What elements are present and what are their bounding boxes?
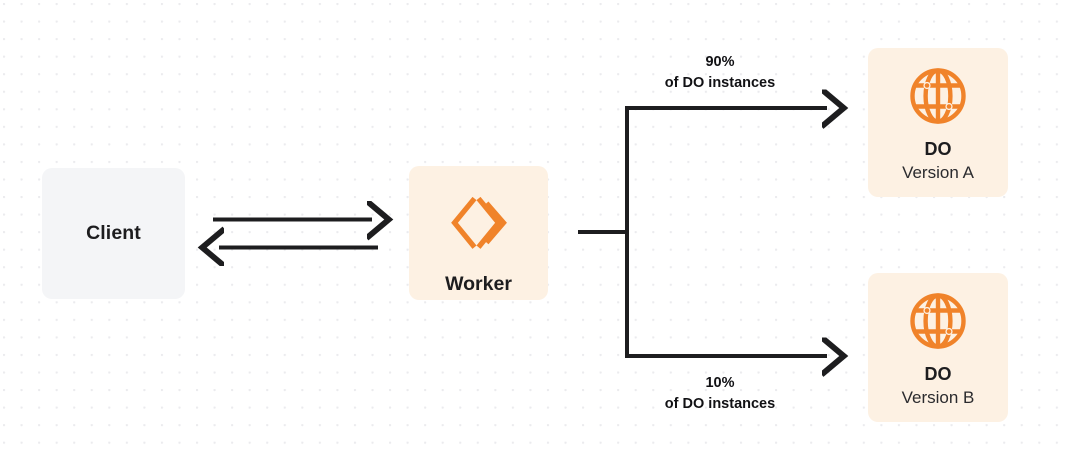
node-do-b-title: DO xyxy=(924,364,952,384)
edge-label-90-percent: 90% of DO instances xyxy=(610,52,830,94)
node-do-version-b[interactable]: DO Version B xyxy=(868,273,1008,422)
node-client-label: Client xyxy=(86,222,141,244)
node-worker-label: Worker xyxy=(445,273,512,295)
node-worker[interactable]: Worker xyxy=(409,166,548,300)
edge-label-10-percent-value: 10% xyxy=(705,375,735,391)
cloudflare-workers-icon xyxy=(447,191,511,255)
node-do-version-a[interactable]: DO Version A xyxy=(868,48,1008,197)
node-do-b-version: Version B xyxy=(901,387,975,407)
edge-label-10-percent-text: of DO instances xyxy=(664,396,776,413)
edge-label-90-percent-value: 90% xyxy=(705,54,735,70)
node-client[interactable]: Client xyxy=(42,168,185,299)
globe-icon xyxy=(907,290,969,352)
edge-label-10-percent: 10% of DO instances xyxy=(610,373,830,415)
edge-label-90-percent-text: of DO instances xyxy=(664,75,776,92)
node-do-a-title: DO xyxy=(924,139,952,159)
globe-icon xyxy=(907,65,969,127)
node-do-a-version: Version A xyxy=(902,162,974,182)
